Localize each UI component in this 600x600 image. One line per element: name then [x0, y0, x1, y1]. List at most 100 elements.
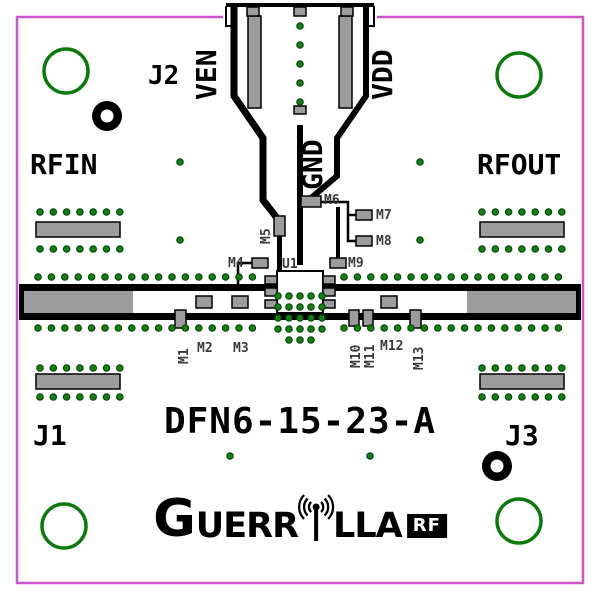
via: [141, 324, 150, 332]
component-m9: [329, 257, 347, 269]
component-m4: [251, 257, 269, 269]
via: [420, 273, 429, 281]
via: [518, 208, 526, 216]
via: [531, 364, 540, 372]
via: [49, 393, 58, 401]
via: [296, 98, 304, 106]
component-m11: [362, 309, 374, 327]
via: [514, 324, 523, 332]
bias-trace: [336, 207, 340, 258]
via: [61, 324, 69, 332]
via: [296, 41, 304, 49]
refdes-m8: M8: [376, 234, 392, 249]
via: [296, 79, 304, 87]
via: [353, 324, 362, 332]
via: [36, 208, 44, 216]
via: [274, 325, 282, 333]
logo-letter-g: G: [153, 489, 196, 550]
via: [116, 208, 124, 216]
via: [274, 314, 282, 322]
via: [36, 245, 44, 253]
ven-trace: [230, 6, 280, 221]
via: [128, 273, 136, 281]
via: [393, 324, 402, 332]
alignment-hole: [482, 451, 512, 481]
via: [76, 245, 84, 253]
via: [504, 245, 513, 253]
via: [544, 364, 553, 372]
via: [76, 364, 84, 372]
via: [49, 245, 58, 253]
via: [447, 324, 456, 332]
via: [101, 324, 109, 332]
via: [274, 303, 282, 311]
coupler-pad: [35, 373, 121, 390]
label-ven: VEN: [190, 49, 223, 100]
refdes-m9: M9: [348, 256, 364, 271]
label-gnd: GND: [296, 139, 329, 190]
via: [544, 393, 553, 401]
via: [87, 273, 96, 281]
via: [74, 324, 83, 332]
component-m2: [195, 295, 213, 309]
via: [47, 273, 56, 281]
via: [296, 292, 304, 300]
component-m5: [273, 215, 286, 237]
via: [491, 208, 500, 216]
coupler-pad: [479, 221, 565, 238]
via: [195, 324, 203, 332]
via: [248, 273, 257, 281]
refdes-m2: M2: [197, 341, 213, 356]
via: [541, 324, 549, 332]
vdd-trace: [309, 6, 369, 201]
via-array: [34, 22, 566, 460]
via: [221, 324, 230, 332]
via: [474, 324, 482, 332]
connector-pad: [293, 105, 307, 115]
via: [531, 393, 540, 401]
via: [554, 324, 563, 332]
refdes-m1: M1: [177, 348, 192, 364]
label-j1: J1: [33, 419, 67, 452]
via: [518, 245, 526, 253]
via: [285, 303, 293, 311]
connector-pad: [340, 6, 354, 17]
via: [447, 273, 456, 281]
via: [544, 208, 553, 216]
via: [491, 364, 500, 372]
via: [128, 324, 136, 332]
refdes-m5: M5: [259, 228, 274, 244]
via: [176, 236, 184, 244]
via: [208, 273, 217, 281]
logo-rf-badge: RF: [406, 514, 447, 538]
component-m12: [380, 295, 398, 309]
via: [102, 364, 111, 372]
refdes-m12: M12: [380, 339, 403, 354]
via: [116, 245, 124, 253]
via: [557, 393, 566, 401]
label-j2: J2: [148, 61, 179, 91]
via: [285, 292, 293, 300]
via: [307, 303, 315, 311]
via: [433, 273, 442, 281]
via: [49, 364, 58, 372]
via: [181, 324, 190, 332]
via: [114, 324, 123, 332]
mounting-hole: [495, 51, 543, 99]
via: [76, 208, 84, 216]
via: [235, 273, 243, 281]
refdes-m6: M6: [324, 193, 340, 208]
via: [500, 273, 509, 281]
bias-trace: [277, 234, 282, 272]
via: [366, 452, 374, 460]
component-m1: [174, 309, 187, 329]
via: [366, 324, 375, 332]
via: [296, 60, 304, 68]
label-part-number: DFN6-15-23-A: [164, 401, 436, 442]
via: [76, 393, 84, 401]
via: [181, 273, 190, 281]
via: [518, 393, 526, 401]
via: [478, 208, 486, 216]
via: [420, 324, 429, 332]
